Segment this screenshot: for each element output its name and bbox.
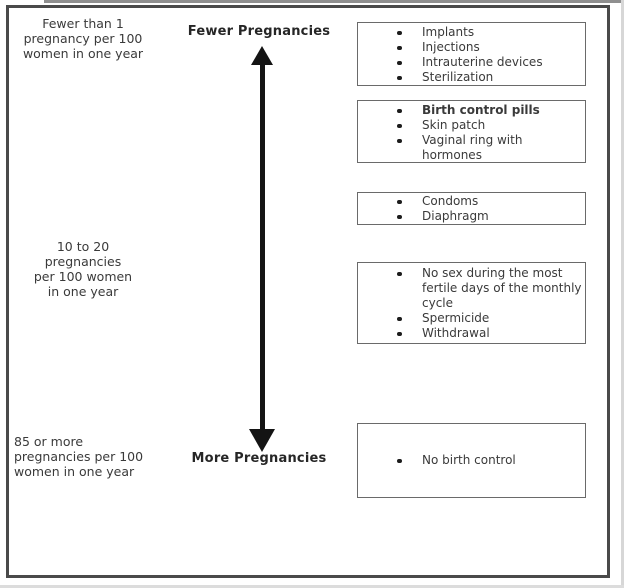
- method-label: Intrauterine devices: [422, 55, 543, 69]
- bullet-icon: [397, 108, 402, 113]
- bullet-icon: [397, 271, 402, 276]
- method-label: No birth control: [422, 453, 516, 467]
- rate-label-line: 10 to 20: [56, 239, 110, 254]
- rate-label-line: women in one year: [14, 464, 135, 479]
- list-item: No sex during the most fertile days of t…: [358, 266, 585, 311]
- list-item: Vaginal ring with hormones: [358, 133, 585, 163]
- bottom-edge-line: [0, 585, 624, 588]
- bullet-icon: [397, 458, 402, 463]
- list-item: Injections: [358, 40, 585, 55]
- method-list: Birth control pills Skin patch Vaginal r…: [358, 103, 585, 163]
- top-edge-line: [44, 0, 624, 3]
- list-item: No birth control: [358, 453, 585, 468]
- method-label: Withdrawal: [422, 326, 490, 340]
- method-label: Injections: [422, 40, 480, 54]
- bullet-icon: [397, 45, 402, 50]
- rate-label-line: per 100 women: [33, 269, 133, 284]
- method-label: Birth control pills: [422, 103, 540, 117]
- bullet-icon: [397, 138, 402, 143]
- method-box-most-effective: Implants Injections Intrauterine devices…: [357, 22, 586, 86]
- method-list: Condoms Diaphragm: [358, 194, 585, 224]
- rate-label-fewest-pregnancies: Fewer than 1 pregnancy per 100 women in …: [8, 16, 158, 61]
- method-label: No sex during the most fertile days of t…: [422, 266, 582, 310]
- rate-label-line: pregnancies per 100: [14, 449, 144, 464]
- method-label: Condoms: [422, 194, 479, 208]
- method-label: Vaginal ring with hormones: [422, 133, 523, 162]
- bullet-icon: [397, 30, 402, 35]
- rate-label-line: women in one year: [22, 46, 144, 61]
- list-item: Implants: [358, 25, 585, 40]
- right-edge-line: [621, 0, 624, 588]
- method-box-behavioral: No sex during the most fertile days of t…: [357, 262, 586, 344]
- method-list: Implants Injections Intrauterine devices…: [358, 25, 585, 85]
- arrow-down-head-icon: [249, 429, 275, 452]
- rate-label-line: pregnancies: [44, 254, 122, 269]
- method-label: Diaphragm: [422, 209, 489, 223]
- method-label: Skin patch: [422, 118, 486, 132]
- bullet-icon: [397, 214, 402, 219]
- arrow-up-head-icon: [251, 46, 273, 65]
- list-item: Condoms: [358, 194, 585, 209]
- list-item: Sterilization: [358, 70, 585, 85]
- method-list: No sex during the most fertile days of t…: [358, 266, 585, 341]
- method-label: Sterilization: [422, 70, 494, 84]
- method-list: No birth control: [358, 453, 585, 468]
- method-box-barrier: Condoms Diaphragm: [357, 192, 586, 225]
- method-box-no-birth-control: No birth control: [357, 423, 586, 498]
- rate-label-line: Fewer than 1: [42, 16, 124, 31]
- bullet-icon: [397, 316, 402, 321]
- bullet-icon: [397, 331, 402, 336]
- rate-label-line: pregnancy per 100: [23, 31, 143, 46]
- list-item: Birth control pills: [358, 103, 585, 118]
- axis-label-fewer-pregnancies: Fewer Pregnancies: [187, 24, 331, 39]
- list-item: Skin patch: [358, 118, 585, 133]
- list-item: Withdrawal: [358, 326, 585, 341]
- rate-label-most-pregnancies: 85 or more pregnancies per 100 women in …: [14, 434, 174, 479]
- list-item: Diaphragm: [358, 209, 585, 224]
- method-label: Implants: [422, 25, 475, 39]
- bullet-icon: [397, 123, 402, 128]
- bullet-icon: [397, 60, 402, 65]
- axis-label-more-pregnancies: More Pregnancies: [191, 451, 327, 466]
- rate-label-line: 85 or more: [14, 434, 84, 449]
- list-item: Intrauterine devices: [358, 55, 585, 70]
- bullet-icon: [397, 75, 402, 80]
- method-box-hormonal: Birth control pills Skin patch Vaginal r…: [357, 100, 586, 163]
- effectiveness-arrow-shaft: [260, 60, 265, 430]
- bullet-icon: [397, 199, 402, 204]
- rate-label-middle-pregnancies: 10 to 20 pregnancies per 100 women in on…: [23, 239, 143, 299]
- list-item: Spermicide: [358, 311, 585, 326]
- method-label: Spermicide: [422, 311, 490, 325]
- diagram-outer-frame: [6, 5, 610, 578]
- rate-label-line: in one year: [47, 284, 119, 299]
